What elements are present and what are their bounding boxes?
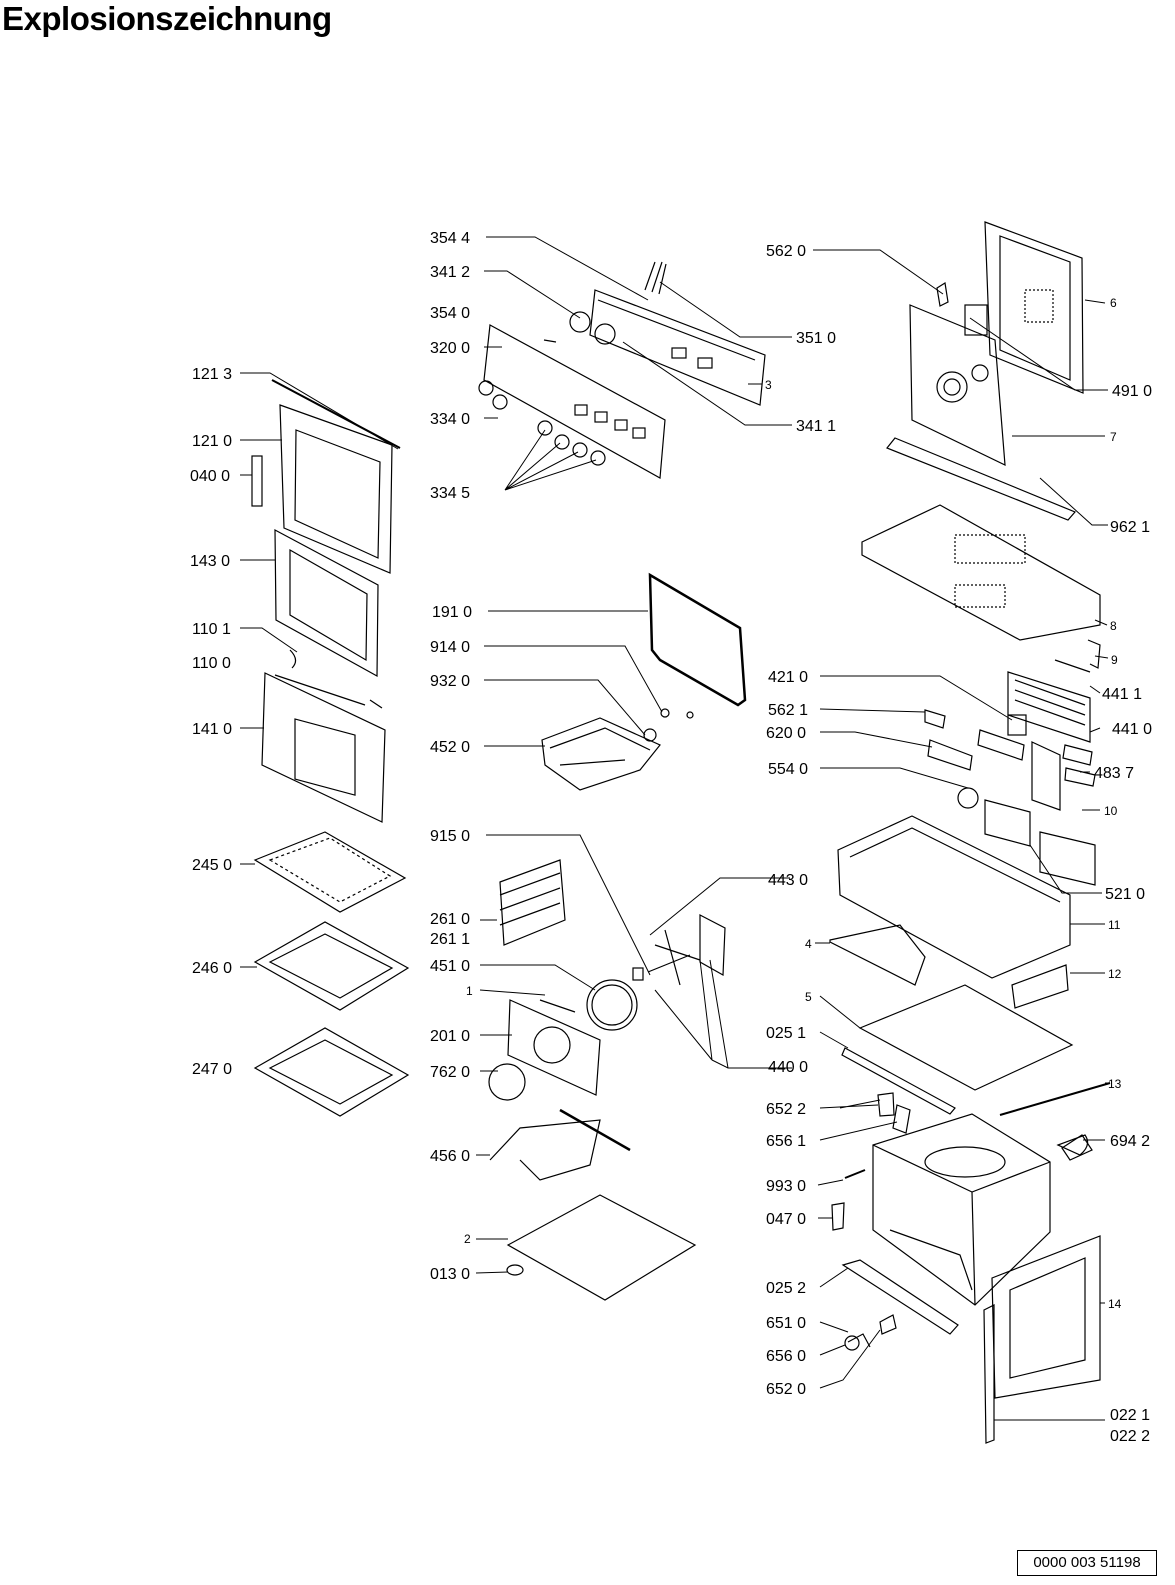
label-11: 11 bbox=[1108, 918, 1121, 932]
label-261-1: 261 1 bbox=[430, 931, 470, 948]
label-247-0: 247 0 bbox=[192, 1061, 232, 1078]
label-8: 8 bbox=[1110, 619, 1117, 633]
label-022-2: 022 2 bbox=[1110, 1428, 1150, 1445]
page-title: Explosionszeichnung bbox=[2, 0, 332, 37]
label-915-0: 915 0 bbox=[430, 828, 470, 845]
label-483-7: 483 7 bbox=[1094, 765, 1134, 782]
control-panel-group bbox=[478, 261, 766, 479]
label-7: 7 bbox=[1110, 430, 1117, 444]
label-261-0: 261 0 bbox=[430, 911, 470, 928]
label-651-0: 651 0 bbox=[766, 1315, 806, 1332]
label-110-1: 110 1 bbox=[192, 621, 231, 638]
label-2: 2 bbox=[464, 1232, 471, 1246]
label-491-0: 491 0 bbox=[1112, 383, 1152, 400]
label-652-2: 652 2 bbox=[766, 1101, 806, 1118]
label-5: 5 bbox=[805, 990, 812, 1004]
label-121-0: 121 0 bbox=[192, 433, 232, 450]
label-341-2: 341 2 bbox=[430, 264, 470, 281]
label-421-0: 421 0 bbox=[768, 669, 808, 686]
label-334-5: 334 5 bbox=[430, 485, 470, 502]
label-341-1: 341 1 bbox=[796, 418, 836, 435]
label-762-0: 762 0 bbox=[430, 1064, 470, 1081]
label-4: 4 bbox=[805, 937, 812, 951]
label-320-0: 320 0 bbox=[430, 340, 470, 357]
label-562-0: 562 0 bbox=[766, 243, 806, 260]
label-440-0: 440 0 bbox=[768, 1059, 808, 1076]
label-245-0: 245 0 bbox=[192, 857, 232, 874]
middle-group bbox=[488, 572, 747, 1301]
label-1: 1 bbox=[466, 984, 473, 998]
label-12: 12 bbox=[1108, 967, 1122, 981]
label-246-0: 246 0 bbox=[192, 960, 232, 977]
label-441-0: 441 0 bbox=[1112, 721, 1152, 738]
label-656-1: 656 1 bbox=[766, 1133, 806, 1150]
label-554-0: 554 0 bbox=[768, 761, 808, 778]
leader-lines bbox=[240, 236, 1110, 1421]
parts-drawing bbox=[251, 221, 1111, 1444]
label-6: 6 bbox=[1110, 296, 1117, 310]
cavity-group bbox=[831, 1113, 1101, 1444]
label-191-0: 191 0 bbox=[432, 604, 472, 621]
label-932-0: 932 0 bbox=[430, 673, 470, 690]
label-143-0: 143 0 bbox=[190, 553, 230, 570]
label-451-0: 451 0 bbox=[430, 958, 470, 975]
back-panel-group bbox=[861, 221, 1101, 669]
label-334-0: 334 0 bbox=[430, 411, 470, 428]
label-456-0: 456 0 bbox=[430, 1148, 470, 1165]
label-562-1: 562 1 bbox=[768, 702, 808, 719]
label-351-0: 351 0 bbox=[796, 330, 836, 347]
label-013-0: 013 0 bbox=[430, 1266, 470, 1283]
label-022-1: 022 1 bbox=[1110, 1407, 1150, 1424]
label-025-2: 025 2 bbox=[766, 1280, 806, 1297]
label-141-0: 141 0 bbox=[192, 721, 232, 738]
part-labels: 354 4 341 2 354 0 320 0 334 0 334 5 351 … bbox=[190, 230, 1152, 1445]
door-group bbox=[251, 379, 401, 823]
reference-number: 0000 003 51198 bbox=[1017, 1550, 1157, 1576]
right-lower-group bbox=[829, 659, 1111, 1134]
label-441-1: 441 1 bbox=[1102, 686, 1142, 703]
label-914-0: 914 0 bbox=[430, 639, 470, 656]
label-025-1: 025 1 bbox=[766, 1025, 806, 1042]
label-620-0: 620 0 bbox=[766, 725, 806, 742]
label-3: 3 bbox=[765, 378, 772, 392]
label-110-0: 110 0 bbox=[192, 655, 231, 672]
label-201-0: 201 0 bbox=[430, 1028, 470, 1045]
label-452-0: 452 0 bbox=[430, 739, 470, 756]
label-962-1: 962 1 bbox=[1110, 519, 1150, 536]
label-354-4: 354 4 bbox=[430, 230, 470, 247]
label-652-0: 652 0 bbox=[766, 1381, 806, 1398]
label-121-3: 121 3 bbox=[192, 366, 232, 383]
label-694-2: 694 2 bbox=[1110, 1133, 1150, 1150]
label-354-0: 354 0 bbox=[430, 305, 470, 322]
label-047-0: 047 0 bbox=[766, 1211, 806, 1228]
label-040-0: 040 0 bbox=[190, 468, 230, 485]
label-10: 10 bbox=[1104, 804, 1118, 818]
label-656-0: 656 0 bbox=[766, 1348, 806, 1365]
label-521-0: 521 0 bbox=[1105, 886, 1145, 903]
label-443-0: 443 0 bbox=[768, 872, 808, 889]
label-14: 14 bbox=[1108, 1297, 1122, 1311]
racks-trays-group bbox=[253, 831, 410, 1117]
label-13: 13 bbox=[1108, 1077, 1122, 1091]
label-9: 9 bbox=[1111, 653, 1118, 667]
label-993-0: 993 0 bbox=[766, 1178, 806, 1195]
